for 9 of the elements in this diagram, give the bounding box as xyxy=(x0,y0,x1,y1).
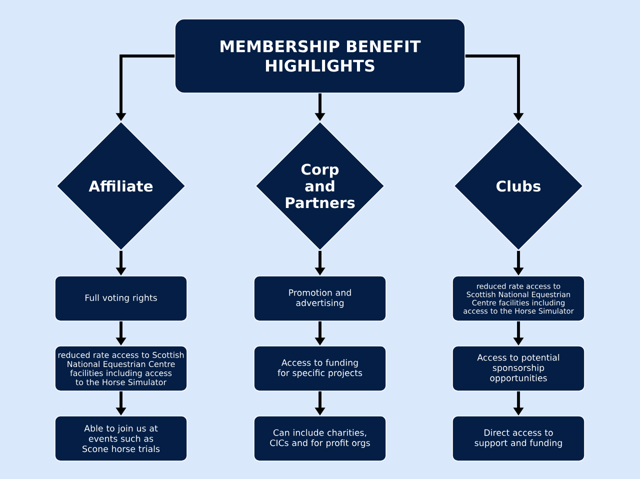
benefit-box: Direct access to support and funding xyxy=(452,416,585,462)
benefit-box: reduced rate access to Scottish National Equestrian Centre facilities including access to the Horse Simulator xyxy=(54,346,188,392)
benefit-box: Able to join us at events such as Scone horse trials xyxy=(54,416,188,462)
benefit-box: Can include charities, CICs and for profit orgs xyxy=(254,416,386,462)
benefit-box: Access to potential sponsorship opportunities xyxy=(452,346,585,392)
benefit-box: Promotion and advertising xyxy=(254,276,386,322)
heading-box: MEMBERSHIP BENEFIT HIGHLIGHTS xyxy=(174,18,466,94)
benefit-box: Access to funding for specific projects xyxy=(254,346,386,392)
benefit-box: Full voting rights xyxy=(54,276,188,322)
